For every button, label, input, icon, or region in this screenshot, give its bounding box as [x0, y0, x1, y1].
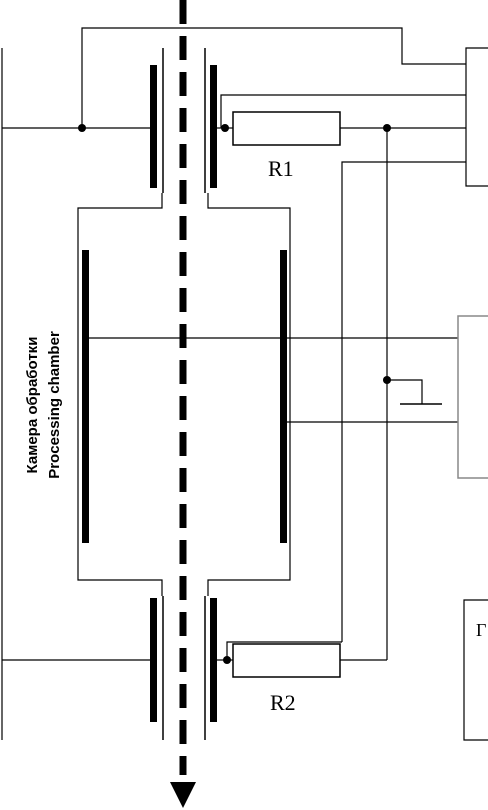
chamber-label-en: Processing chamber — [46, 331, 63, 479]
bottom-bracket-wire — [226, 641, 342, 660]
bottom-outer-plate-right — [210, 598, 217, 722]
top-outer-plate-left — [150, 65, 157, 188]
box-top-right — [465, 47, 488, 187]
chamber-outline — [77, 193, 163, 596]
edge-glyph: Г — [476, 620, 487, 640]
junction-top-contact — [221, 124, 229, 132]
resistor-r1 — [232, 111, 341, 146]
top-loop-wire — [81, 27, 466, 128]
right-electrode — [280, 250, 287, 543]
axis-arrow-head — [170, 782, 196, 808]
chamber-label: Камера обработки Processing chamber — [22, 255, 66, 555]
box-middle-right — [457, 315, 488, 479]
left-electrode — [82, 250, 89, 543]
bottom-outer-plate-left — [150, 598, 157, 722]
return-wire — [341, 161, 466, 642]
junction-top-left — [78, 124, 86, 132]
ground-wire — [387, 379, 423, 404]
chamber-label-ru: Камера обработки — [24, 336, 41, 474]
chamber-outline-right — [207, 193, 291, 596]
r2-label: R2 — [270, 690, 296, 715]
r1-label: R1 — [268, 156, 294, 181]
resistor-r2 — [232, 643, 341, 678]
box-bottom-right — [463, 599, 488, 741]
top-bracket-wire — [220, 94, 466, 128]
top-outer-plate-right — [210, 65, 217, 188]
